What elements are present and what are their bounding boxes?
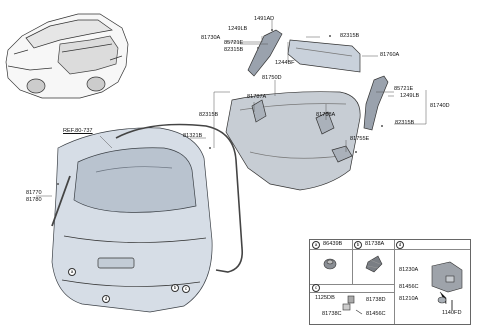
gas-strut: [51, 175, 71, 227]
inner-trim-panel: [225, 91, 361, 191]
legend-1125db: 1125DB: [315, 295, 335, 301]
legend-81210a: 81210A: [399, 296, 419, 302]
label-81750d: 81750D: [262, 75, 282, 81]
parts-legend-table: [309, 239, 471, 325]
weatherstrip-seal: [115, 123, 244, 273]
label-81760a: 81760A: [380, 52, 400, 58]
vehicle-thumbnail: [5, 13, 129, 99]
legend-86439b: 86439B: [323, 241, 343, 247]
spoiler-garnish: [287, 39, 361, 73]
label-1244bf: 1244BF: [275, 60, 295, 66]
ref-80-737-link[interactable]: REF.80-737: [63, 128, 93, 134]
side-trim-right: [363, 75, 389, 131]
legend-81456c-d: 81456C: [399, 284, 419, 290]
grip-handle: [251, 99, 267, 123]
legend-key-d: d: [396, 241, 404, 249]
label-81780: 81780: [26, 197, 42, 203]
legend-key-c: c: [312, 284, 320, 292]
label-1491ad: 1491AD: [254, 16, 275, 22]
label-81788a: 81788A: [316, 112, 336, 118]
label-82315b-left: 82315B: [199, 112, 219, 118]
clip-assembly-icon: [342, 295, 363, 315]
label-81730a: 81730A: [201, 35, 221, 41]
label-82315b-bottom: 82315B: [395, 120, 415, 126]
callout-b: b: [171, 284, 179, 292]
legend-81738a: 81738A: [365, 241, 385, 247]
legend-key-b: b: [354, 241, 362, 249]
label-82315b-top: 82315B: [224, 47, 244, 53]
callout-d: d: [102, 295, 110, 303]
label-81770: 81770: [26, 190, 42, 196]
label-82315b-right-top: 82315B: [340, 33, 360, 39]
bumper-stop-icon: [365, 255, 383, 273]
pull-handle: [315, 111, 335, 135]
label-81787a: 81787A: [247, 94, 267, 100]
latch-assembly-icon: [431, 261, 463, 310]
tailgate-panel: [51, 127, 213, 313]
legend-key-a: a: [312, 241, 320, 249]
callout-a: a: [68, 268, 76, 276]
callout-c: c: [182, 285, 190, 293]
label-81740d: 81740D: [430, 103, 450, 109]
label-85721e-right: 85721E: [394, 86, 414, 92]
grommet-icon: [323, 258, 337, 270]
step-trim: [331, 145, 353, 163]
side-trim-left: [247, 29, 283, 77]
label-1249lb-right: 1249LB: [400, 93, 420, 99]
label-1249lb-top: 1249LB: [228, 26, 248, 32]
label-81321b: 81321B: [183, 133, 203, 139]
label-81755e: 81755E: [350, 136, 370, 142]
label-85721e-top: 85721E: [224, 40, 244, 46]
legend-81738d: 81738D: [366, 297, 386, 303]
legend-81738c: 81738C: [322, 311, 342, 317]
legend-1140fd: 1140FD: [442, 310, 462, 316]
legend-81456c-c: 81456C: [366, 311, 386, 317]
legend-81230a: 81230A: [399, 267, 419, 273]
